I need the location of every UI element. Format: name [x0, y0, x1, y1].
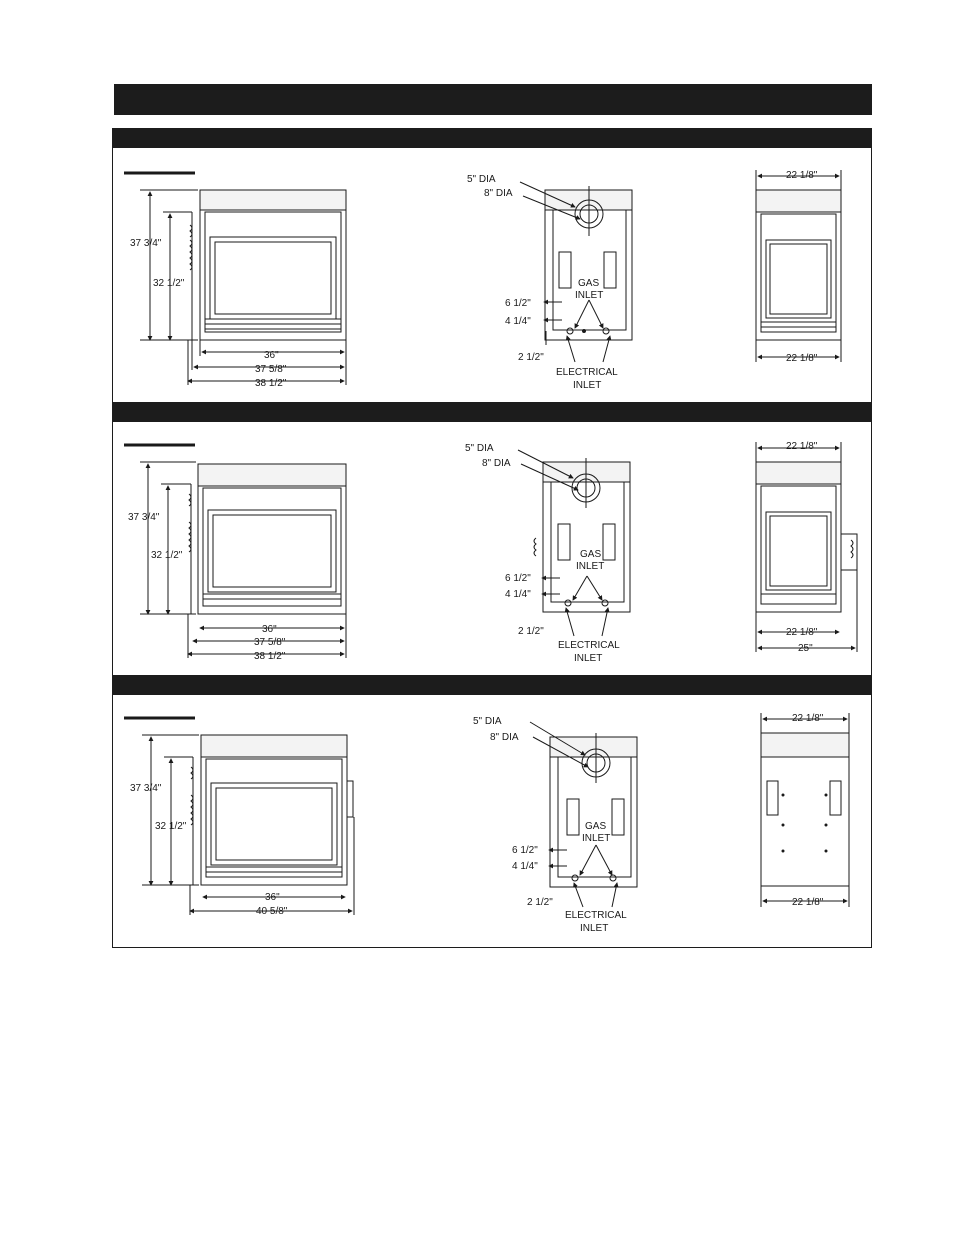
- header-bar: [114, 84, 872, 115]
- dim-side-top-3: 22 1/8": [792, 713, 824, 724]
- dim-offset-1: 6 1/2": [505, 298, 531, 309]
- dim-width-inner-3: 36": [265, 892, 280, 903]
- section-3-labels: 37 3/4" 32 1/2" 36" 40 5/8" 5" DIA 8" DI…: [130, 713, 824, 934]
- dim-side-extra-2: 25": [798, 643, 813, 654]
- label-electrical-inlet-3: INLET: [580, 923, 608, 934]
- label-dia-small-2: 5" DIA: [465, 443, 494, 454]
- top-view-1: [544, 186, 633, 341]
- label-gas-inlet-2: INLET: [576, 561, 604, 572]
- label-gas: GAS: [578, 278, 599, 289]
- dim-width-inner: 36": [264, 350, 279, 361]
- front-view-3: [190, 734, 354, 886]
- label-electrical-inlet: INLET: [573, 380, 601, 391]
- dim-height-inner: 32 1/2": [153, 278, 185, 289]
- section-1: [124, 170, 842, 385]
- dim-height-outer-2: 37 3/4": [128, 512, 160, 523]
- dim-width-outer-2: 38 1/2": [254, 651, 286, 662]
- label-gas-2: GAS: [580, 549, 601, 560]
- side-view-1: [755, 189, 842, 341]
- dim-height-inner-3: 32 1/2": [155, 821, 187, 832]
- dim-side-bottom: 22 1/8": [786, 353, 818, 364]
- dim-side-top: 22 1/8": [786, 170, 818, 181]
- section-1-labels: 37 3/4" 32 1/2" 36" 37 5/8" 38 1/2" 5" D…: [130, 170, 818, 391]
- drawing-frame: [112, 128, 872, 948]
- top-view-2: [533, 458, 631, 613]
- label-electrical-2: ELECTRICAL: [558, 640, 620, 651]
- dim-offset-3: 2 1/2": [518, 352, 544, 363]
- dim-height-outer-3: 37 3/4": [130, 783, 162, 794]
- label-dia-large-3: 8" DIA: [490, 732, 519, 743]
- dim-height-outer: 37 3/4": [130, 238, 162, 249]
- dim-width-inner-2: 36": [262, 624, 277, 635]
- label-gas-3: GAS: [585, 821, 606, 832]
- dim-offset-1-3: 6 1/2": [512, 845, 538, 856]
- dim-offset-3-2: 2 1/2": [518, 626, 544, 637]
- dim-offset-2: 4 1/4": [505, 316, 531, 327]
- label-electrical-3: ELECTRICAL: [565, 910, 627, 921]
- dim-side-bottom-2: 22 1/8": [786, 627, 818, 638]
- dim-offset-3-3: 2 1/2": [527, 897, 553, 908]
- dim-side-bottom-3: 22 1/8": [792, 897, 824, 908]
- section-band-2: [112, 402, 872, 422]
- label-dia-large-2: 8" DIA: [482, 458, 511, 469]
- dim-height-inner-2: 32 1/2": [151, 550, 183, 561]
- dim-offset-1-2: 6 1/2": [505, 573, 531, 584]
- dim-width-outer-3: 40 5/8": [256, 906, 288, 917]
- label-electrical: ELECTRICAL: [556, 367, 618, 378]
- front-view-2: [188, 463, 347, 615]
- label-gas-inlet-3: INLET: [582, 833, 610, 844]
- section-3: [124, 713, 850, 915]
- top-view-3: [549, 733, 638, 888]
- dim-width-mid-2: 37 5/8": [254, 637, 286, 648]
- front-view-1: [189, 189, 347, 341]
- label-dia-small-3: 5" DIA: [473, 716, 502, 727]
- section-band-1: [112, 128, 872, 148]
- label-dia-large: 8" DIA: [484, 188, 513, 199]
- section-2: [124, 442, 858, 658]
- section-2-labels: 37 3/4" 32 1/2" 36" 37 5/8" 38 1/2" 5" D…: [128, 441, 818, 664]
- dim-width-outer: 38 1/2": [255, 378, 287, 389]
- section-band-3: [112, 675, 872, 695]
- side-view-2: [755, 461, 858, 613]
- dim-offset-2-3: 4 1/4": [512, 861, 538, 872]
- dim-side-top-2: 22 1/8": [786, 441, 818, 452]
- label-gas-inlet: INLET: [575, 290, 603, 301]
- label-electrical-inlet-2: INLET: [574, 653, 602, 664]
- dim-offset-2-2: 4 1/4": [505, 589, 531, 600]
- dim-width-mid: 37 5/8": [255, 364, 287, 375]
- side-view-3: [760, 732, 850, 887]
- label-dia-small: 5" DIA: [467, 174, 496, 185]
